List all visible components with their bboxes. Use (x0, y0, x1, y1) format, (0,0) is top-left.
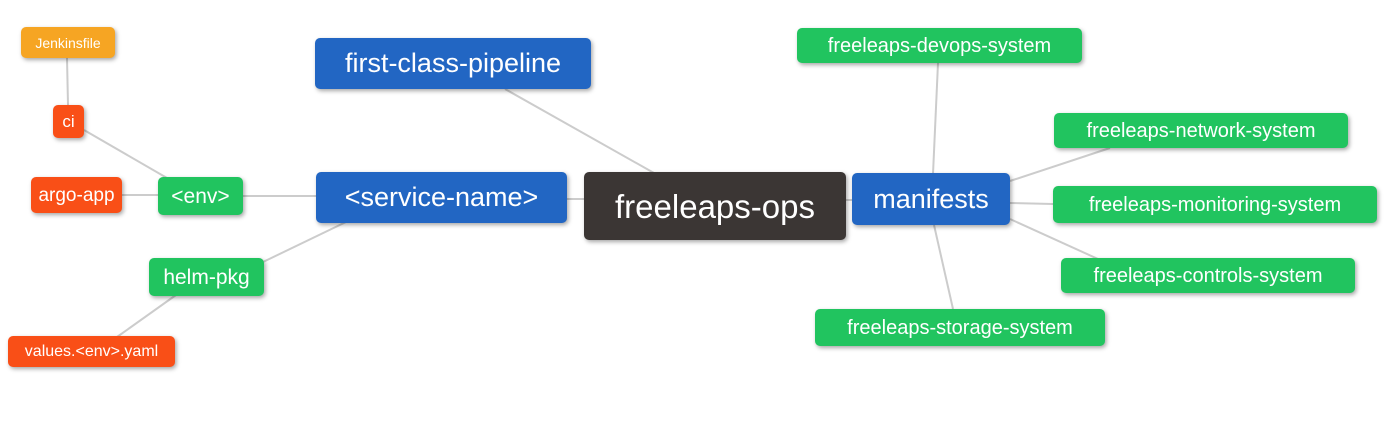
node-jenkinsfile[interactable]: Jenkinsfile (21, 27, 115, 58)
node-ci[interactable]: ci (53, 105, 84, 138)
node-freeleaps-ops[interactable]: freeleaps-ops (584, 172, 846, 240)
edge-helmpkg-servicename (262, 221, 347, 263)
edge-manifests-devops (932, 62, 939, 175)
node-env[interactable]: <env> (158, 177, 243, 215)
node-first-class-pipeline[interactable]: first-class-pipeline (315, 38, 591, 89)
node-values-env-yaml[interactable]: values.<env>.yaml (8, 336, 175, 367)
edge-manifests-storage (933, 224, 954, 310)
edge-manifests-controls (1009, 218, 1099, 260)
edge-manifests-monitoring (1009, 202, 1054, 205)
node-freeleaps-network-system[interactable]: freeleaps-network-system (1054, 113, 1348, 148)
edge-ci-env (83, 129, 168, 179)
node-freeleaps-devops-system[interactable]: freeleaps-devops-system (797, 28, 1082, 63)
node-freeleaps-storage-system[interactable]: freeleaps-storage-system (815, 309, 1105, 346)
node-service-name[interactable]: <service-name> (316, 172, 567, 223)
node-helm-pkg[interactable]: helm-pkg (149, 258, 264, 296)
node-argo-app[interactable]: argo-app (31, 177, 122, 213)
edge-values-helmpkg (116, 294, 177, 338)
node-manifests[interactable]: manifests (852, 173, 1010, 225)
edge-jenkinsfile-ci (66, 57, 69, 106)
node-freeleaps-controls-system[interactable]: freeleaps-controls-system (1061, 258, 1355, 293)
edge-pipeline-ops (504, 88, 655, 174)
node-freeleaps-monitoring-system[interactable]: freeleaps-monitoring-system (1053, 186, 1377, 223)
edge-manifests-network (1009, 147, 1111, 182)
